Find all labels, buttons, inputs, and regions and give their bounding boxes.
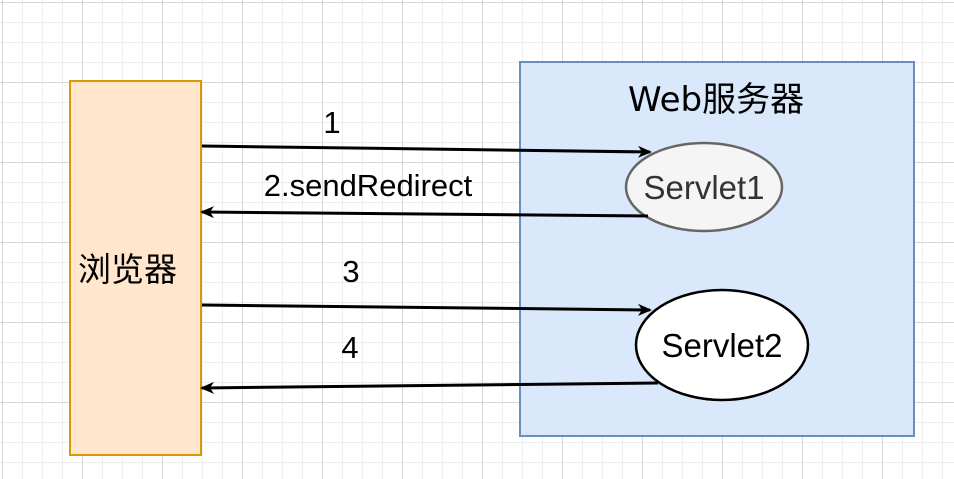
arrow-1-line [201, 144, 652, 158]
arrow-2: 2.sendRedirect [200, 168, 649, 219]
browser-label: 浏览器 [78, 250, 177, 289]
servlet1-ellipse [624, 141, 784, 233]
servlet2-node: Servlet2 [634, 288, 810, 402]
servlet1-label: Servlet1 [643, 169, 764, 206]
servlet2-label: Servlet2 [661, 327, 782, 364]
arrow-2-label: 2.sendRedirect [264, 168, 473, 203]
arrow-2-line [200, 206, 649, 219]
servlet1-node: Servlet1 [624, 141, 784, 233]
arrow-1-label: 1 [323, 105, 340, 140]
arrow-4: 4 [200, 330, 659, 394]
arrow-3-label: 3 [342, 254, 359, 289]
arrow-1: 1 [201, 105, 652, 158]
arrow-3-line [201, 303, 652, 316]
arrow-4-label: 4 [341, 330, 358, 365]
arrow-4-line [200, 381, 659, 394]
web-server-label: Web服务器 [628, 80, 805, 120]
browser-box [69, 80, 202, 456]
arrow-3: 3 [201, 254, 652, 316]
servlet2-ellipse [634, 288, 810, 402]
